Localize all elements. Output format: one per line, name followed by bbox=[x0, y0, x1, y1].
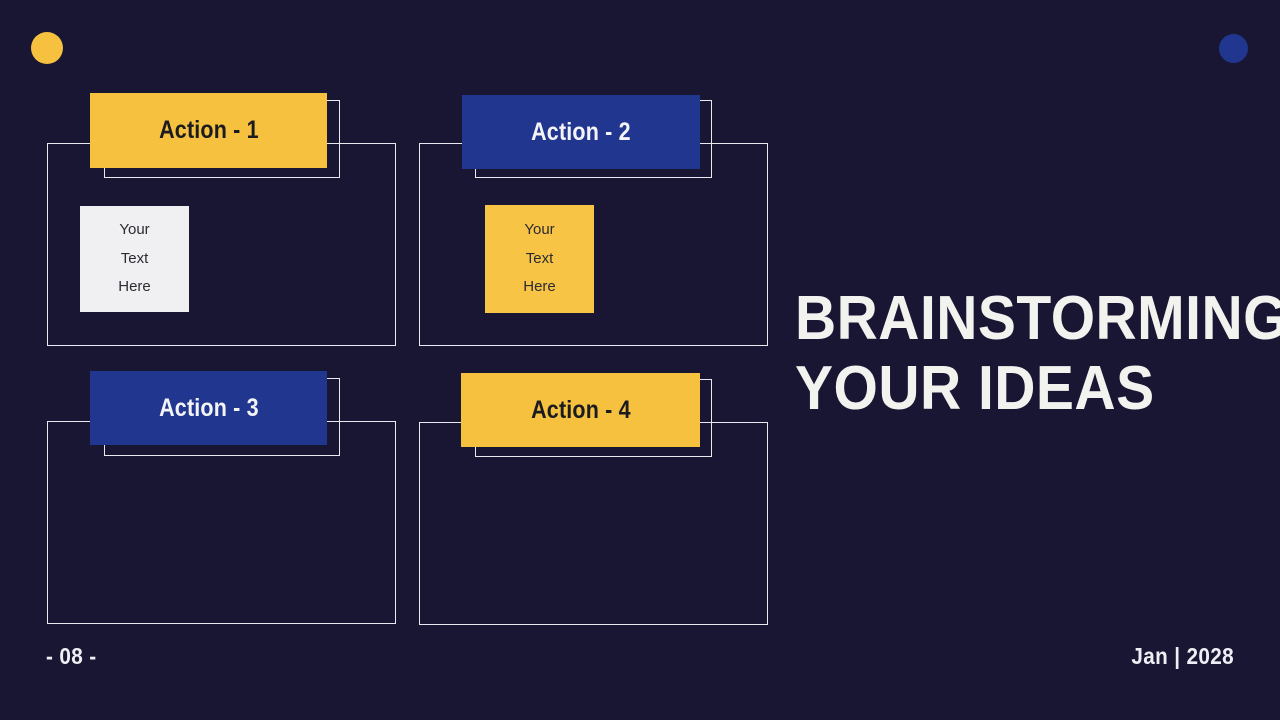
page-title: BRAINSTORMING YOUR IDEAS bbox=[795, 284, 1280, 424]
page-title-line-2: YOUR IDEAS bbox=[795, 354, 1155, 423]
action-card-3[interactable]: Action - 3 bbox=[90, 371, 327, 445]
page-title-line-1: BRAINSTORMING bbox=[795, 284, 1280, 353]
note-box-action-1[interactable]: Your Text Here bbox=[80, 206, 189, 312]
note-line: Text bbox=[120, 249, 149, 267]
note-line: Your bbox=[524, 220, 555, 238]
note-line: Here bbox=[523, 278, 556, 296]
decorative-circle-blue-icon bbox=[1219, 34, 1248, 63]
action-card-2-label: Action - 2 bbox=[531, 117, 631, 146]
note-line: Your bbox=[119, 220, 150, 238]
decorative-circle-yellow-icon bbox=[31, 32, 63, 64]
note-box-action-2[interactable]: Your Text Here bbox=[485, 205, 594, 313]
action-card-1[interactable]: Action - 1 bbox=[90, 93, 327, 168]
action-card-3-label: Action - 3 bbox=[158, 393, 259, 422]
action-card-1-label: Action - 1 bbox=[158, 116, 259, 144]
page-number: - 08 - bbox=[46, 643, 97, 669]
note-line: Here bbox=[118, 278, 151, 296]
action-card-4[interactable]: Action - 4 bbox=[461, 373, 700, 447]
action-card-2[interactable]: Action - 2 bbox=[462, 95, 700, 169]
slide-date: Jan | 2028 bbox=[1131, 643, 1234, 669]
action-card-4-label: Action - 4 bbox=[530, 395, 631, 424]
note-line: Text bbox=[525, 249, 554, 267]
